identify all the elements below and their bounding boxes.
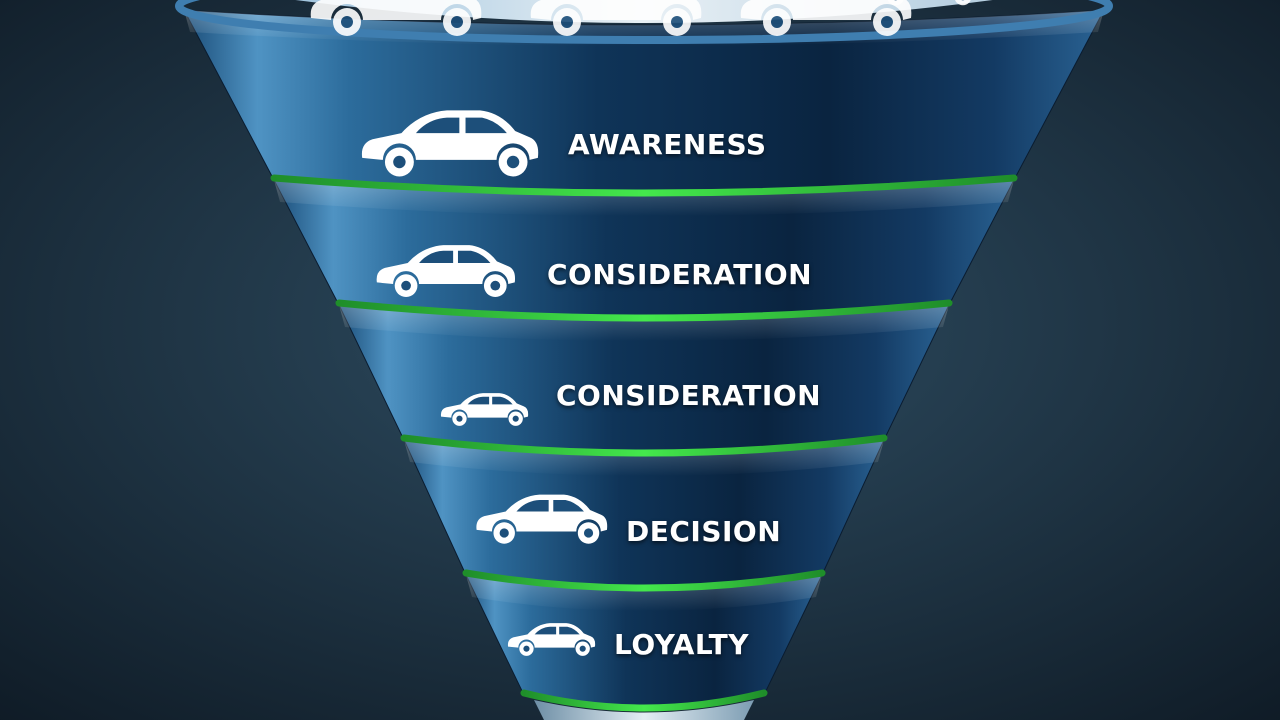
band-highlight: [404, 440, 884, 476]
funnel-tip: [534, 700, 754, 720]
band-highlight: [274, 180, 1014, 216]
separator-green: [270, 174, 1018, 197]
separator-green: [400, 434, 888, 457]
separator-green: [520, 689, 768, 712]
band-highlight: [339, 305, 949, 341]
stage-label-decision: DECISION: [626, 515, 782, 548]
separator-green: [335, 299, 953, 322]
separator-green: [462, 569, 826, 592]
band-highlight: [466, 575, 822, 611]
stage-label-consideration-1: CONSIDERATION: [547, 258, 813, 291]
stage-label-loyalty: LOYALTY: [614, 628, 749, 661]
stage-label-awareness: AWARENESS: [568, 128, 767, 161]
funnel-body: [175, 0, 1113, 720]
funnel-rim: [175, 0, 1113, 44]
stage-label-consideration-2: CONSIDERATION: [556, 379, 822, 412]
